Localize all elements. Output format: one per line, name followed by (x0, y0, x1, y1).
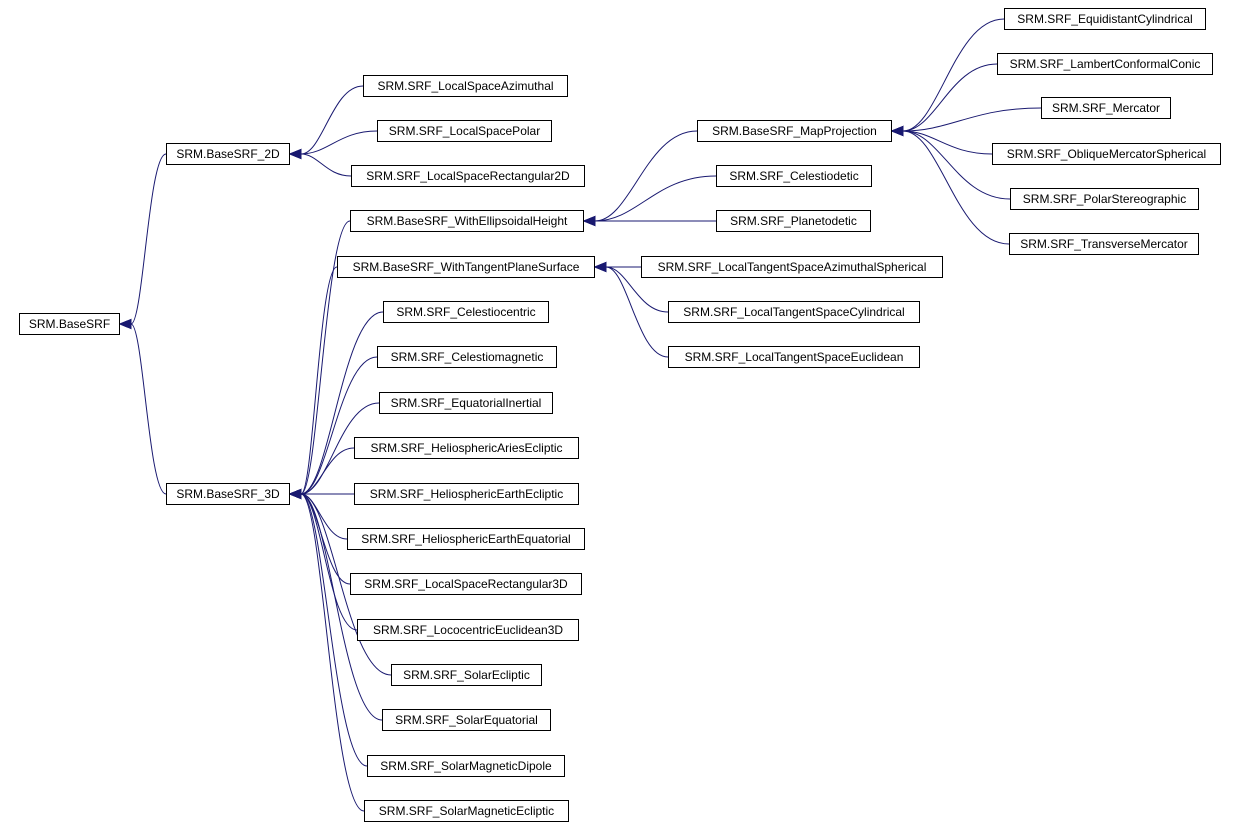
class-node-base-srf-2-d[interactable]: SRM.BaseSRF_2D (166, 143, 290, 165)
class-node-base-srf-with-tangent-plane-surface[interactable]: SRM.BaseSRF_WithTangentPlaneSurface (337, 256, 595, 278)
class-node-srf-local-tangent-space-euclidean[interactable]: SRM.SRF_LocalTangentSpaceEuclidean (668, 346, 920, 368)
class-node-srf-planetodetic[interactable]: SRM.SRF_Planetodetic (716, 210, 871, 232)
inheritance-arrowhead-icon (288, 148, 302, 160)
class-node-base-srf-with-ellipsoidal-height[interactable]: SRM.BaseSRF_WithEllipsoidalHeight (350, 210, 584, 232)
class-node-srf-solar-magnetic-ecliptic[interactable]: SRM.SRF_SolarMagneticEcliptic (364, 800, 569, 822)
class-node-srf-local-space-azimuthal[interactable]: SRM.SRF_LocalSpaceAzimuthal (363, 75, 568, 97)
class-node-srf-local-space-polar[interactable]: SRM.SRF_LocalSpacePolar (377, 120, 552, 142)
class-node-base-srf-map-projection[interactable]: SRM.BaseSRF_MapProjection (697, 120, 892, 142)
class-node-srf-polar-stereographic[interactable]: SRM.SRF_PolarStereographic (1010, 188, 1199, 210)
class-node-srf-celestiomagnetic[interactable]: SRM.SRF_Celestiomagnetic (377, 346, 557, 368)
edge-lsr2-to-b2d (288, 148, 352, 177)
class-node-srf-equatorial-inertial[interactable]: SRM.SRF_EquatorialInertial (379, 392, 553, 414)
class-node-srf-lococentric-euclidean3-d[interactable]: SRM.SRF_LococentricEuclidean3D (357, 619, 579, 641)
class-node-srf-equidistant-cylindrical[interactable]: SRM.SRF_EquidistantCylindrical (1004, 8, 1206, 30)
edge-b2d-to-root (118, 153, 167, 330)
class-node-srf-solar-equatorial[interactable]: SRM.SRF_SolarEquatorial (382, 709, 551, 731)
edge-cm-to-b3d (288, 356, 378, 500)
class-node-srf-solar-magnetic-dipole[interactable]: SRM.SRF_SolarMagneticDipole (367, 755, 565, 777)
edge-pd-to-weh (582, 215, 716, 227)
edge-ltseuc-to-wtp (593, 261, 669, 358)
edge-cd-to-weh (582, 175, 717, 227)
edge-sme-to-b3d (288, 488, 365, 812)
edge-lsaz-to-b2d (288, 85, 364, 160)
class-node-srf-celestiocentric[interactable]: SRM.SRF_Celestiocentric (383, 301, 549, 323)
inheritance-arrowhead-icon (890, 125, 904, 137)
class-node-srf-celestiodetic[interactable]: SRM.SRF_Celestiodetic (716, 165, 872, 187)
class-node-srf-local-space-rectangular2-d[interactable]: SRM.SRF_LocalSpaceRectangular2D (351, 165, 585, 187)
edge-tm-to-mp (890, 125, 1010, 245)
edge-seq-to-b3d (288, 488, 383, 721)
class-node-srf-local-tangent-space-azimuthal-spherical[interactable]: SRM.SRF_LocalTangentSpaceAzimuthalSpheri… (641, 256, 943, 278)
edge-mp-to-weh (582, 130, 698, 227)
class-node-srf-lambert-conformal-conic[interactable]: SRM.SRF_LambertConformalConic (997, 53, 1213, 75)
inheritance-arrowhead-icon (288, 488, 302, 500)
class-node-base-srf-3-d[interactable]: SRM.BaseSRF_3D (166, 483, 290, 505)
edge-ec-to-mp (890, 18, 1005, 137)
class-node-srf-oblique-mercator-spherical[interactable]: SRM.SRF_ObliqueMercatorSpherical (992, 143, 1221, 165)
class-node-srf-local-tangent-space-cylindrical[interactable]: SRM.SRF_LocalTangentSpaceCylindrical (668, 301, 920, 323)
edge-b3d-to-root (118, 318, 167, 495)
class-node-srf-heliospheric-earth-ecliptic[interactable]: SRM.SRF_HeliosphericEarthEcliptic (354, 483, 579, 505)
inheritance-arrowhead-icon (582, 215, 596, 227)
class-node-srf-local-space-rectangular3-d[interactable]: SRM.SRF_LocalSpaceRectangular3D (350, 573, 582, 595)
inheritance-arrowhead-icon (593, 261, 607, 273)
inheritance-arrowhead-icon (118, 318, 132, 330)
class-node-base-srf[interactable]: SRM.BaseSRF (19, 313, 120, 335)
class-node-srf-mercator[interactable]: SRM.SRF_Mercator (1041, 97, 1171, 119)
class-node-srf-heliospheric-earth-equatorial[interactable]: SRM.SRF_HeliosphericEarthEquatorial (347, 528, 585, 550)
class-node-srf-heliospheric-aries-ecliptic[interactable]: SRM.SRF_HeliosphericAriesEcliptic (354, 437, 579, 459)
class-node-srf-solar-ecliptic[interactable]: SRM.SRF_SolarEcliptic (391, 664, 542, 686)
edge-merc-to-mp (890, 107, 1042, 137)
class-node-srf-transverse-mercator[interactable]: SRM.SRF_TransverseMercator (1009, 233, 1199, 255)
